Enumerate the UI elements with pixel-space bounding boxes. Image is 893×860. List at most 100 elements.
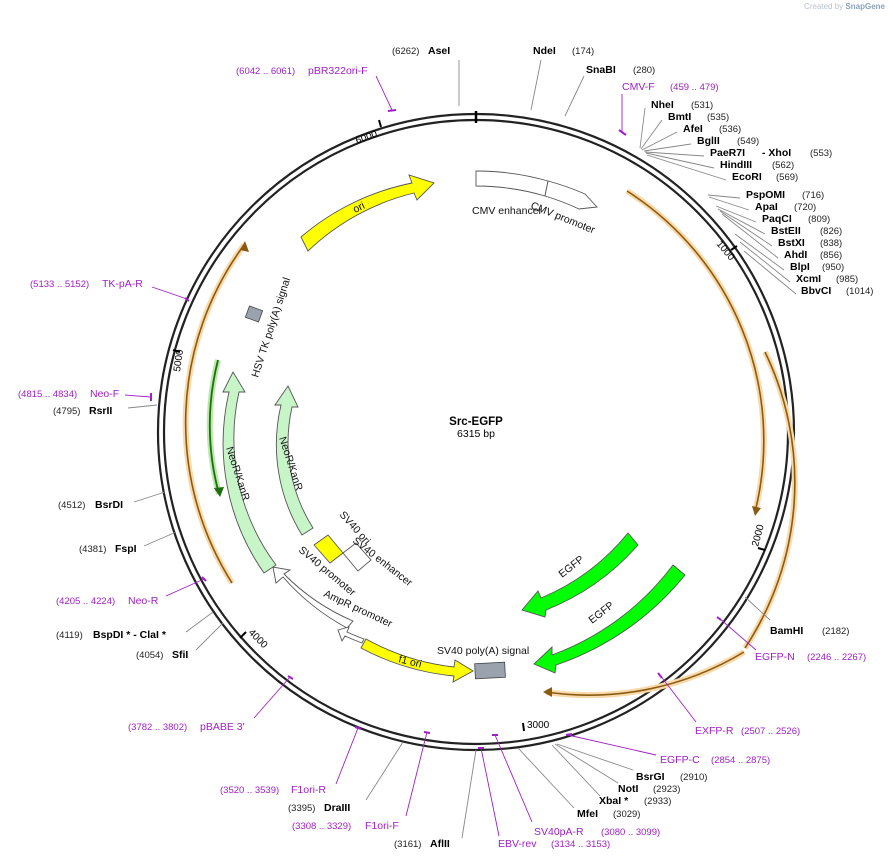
tick-label-2000: 2000	[750, 523, 766, 548]
enzyme-pos-xcmi: (985)	[836, 274, 858, 285]
orf-arc-1-glow	[625, 188, 767, 509]
enzyme-pos-xhoi: (553)	[810, 148, 832, 159]
enzyme-ahdi[interactable]: AhdI	[784, 249, 807, 261]
enzyme-blpi[interactable]: BlpI	[790, 261, 810, 273]
feature-label-sv40-polya: SV40 poly(A) signal	[437, 645, 529, 657]
primer-pos-neo-r: (4205 .. 4224)	[56, 596, 115, 607]
enzyme-apai[interactable]: ApaI	[755, 201, 778, 213]
primer-exfp-r[interactable]: EXFP-R	[695, 725, 734, 737]
primer-mark-pbabe3	[287, 675, 294, 680]
enzyme-bsrgi[interactable]: BsrGI	[636, 771, 665, 783]
enzyme-leaders	[127, 59, 797, 839]
enzyme-asei[interactable]: AseI	[428, 45, 450, 57]
primer-neo-f[interactable]: Neo-F	[90, 388, 119, 400]
leader-pspomi	[707, 194, 741, 199]
enzyme-pos-aflii: (3161)	[394, 839, 421, 850]
enzyme-rsrii[interactable]: RsrII	[89, 405, 112, 417]
primer-mark-egfp-c	[565, 733, 573, 736]
plasmid-name: Src-EGFP	[449, 416, 503, 428]
leader-bstxi	[719, 210, 773, 247]
neor-kanr-feature-1	[222, 371, 277, 574]
primer-pbr322ori-f[interactable]: pBR322ori-F	[308, 65, 368, 77]
enzyme-bstxi[interactable]: BstXI	[778, 237, 805, 249]
orf-arc-3	[545, 651, 745, 696]
enzyme-pos-sfii: (4054)	[136, 650, 163, 661]
enzyme-mfei[interactable]: MfeI	[577, 808, 598, 820]
primer-neo-r[interactable]: Neo-R	[128, 595, 159, 607]
primer-egfp-n[interactable]: EGFP-N	[755, 651, 795, 663]
pleader-tk-pa-r	[151, 286, 188, 300]
primer-egfp-c[interactable]: EGFP-C	[660, 754, 700, 766]
enzyme-bsteii[interactable]: BstEII	[771, 225, 801, 237]
enzyme-pos-nhei: (531)	[691, 100, 713, 111]
primer-tk-pa-r[interactable]: TK-pA-R	[102, 278, 143, 290]
enzyme-bsrdi[interactable]: BsrDI	[95, 499, 123, 511]
enzyme-noti[interactable]: NotI	[618, 783, 638, 795]
leader-bsteii	[717, 208, 766, 235]
enzyme-pos-bamhi: (2182)	[822, 626, 849, 637]
pleader-sv40pa-r	[494, 734, 533, 823]
tick-marks	[172, 119, 766, 732]
leader-ahdi	[721, 213, 779, 259]
enzyme-paer7i[interactable]: PaeR7I	[710, 147, 745, 159]
enzyme-bbvci[interactable]: BbvCI	[801, 285, 831, 297]
enzyme-afei[interactable]: AfeI	[683, 123, 703, 135]
enzyme-pos-bsteii: (826)	[820, 226, 842, 237]
enzyme-aflii[interactable]: AflII	[430, 838, 450, 850]
enzyme-bspdi-clai[interactable]: BspDI * - ClaI *	[93, 629, 167, 641]
primer-pbabe3[interactable]: pBABE 3'	[200, 721, 245, 733]
tick-2000	[757, 547, 766, 551]
enzyme-pspomi[interactable]: PspOMI	[746, 189, 785, 201]
orf-arc-2	[744, 351, 796, 649]
leader-ecori	[646, 154, 727, 181]
tick-label-3000: 3000	[527, 720, 550, 731]
enzyme-hindiii[interactable]: HindIII	[720, 159, 752, 171]
pleader-f1ori-r	[335, 727, 359, 785]
leader-apai	[708, 196, 750, 211]
tick-1000	[730, 245, 738, 251]
orf-arc-4-head	[240, 241, 249, 252]
enzyme-pos-asei: (6262)	[392, 46, 419, 57]
enzyme-xcmi[interactable]: XcmI	[796, 273, 821, 285]
primer-pos-f1ori-r: (3520 .. 3539)	[220, 785, 279, 796]
primer-pos-pbabe3: (3782 .. 3802)	[128, 722, 187, 733]
leader-rsrii	[127, 404, 158, 409]
pleader-f1ori-f	[405, 731, 428, 817]
primer-ebv-rev[interactable]: EBV-rev	[498, 838, 537, 850]
enzyme-ecori[interactable]: EcoRI	[732, 171, 762, 183]
primer-cmv-f[interactable]: CMV-F	[622, 81, 655, 93]
enzyme-pos-bsrgi: (2910)	[680, 772, 707, 783]
leader-blpi	[734, 233, 785, 271]
primer-mark-pbr322ori-f	[387, 109, 397, 112]
primer-f1ori-f[interactable]: F1ori-F	[365, 820, 399, 832]
primer-sv40pa-r[interactable]: SV40pA-R	[534, 826, 584, 838]
primer-marks	[150, 109, 722, 749]
sv40-polya-feature	[474, 661, 506, 680]
enzyme-sfii[interactable]: SfiI	[172, 649, 188, 661]
enzyme-pos-bglii: (549)	[737, 136, 759, 147]
enzyme-nhei[interactable]: NheI	[651, 99, 674, 111]
primer-pos-ebv-rev: (3134 .. 3153)	[551, 839, 610, 850]
primer-pos-sv40pa-r: (3080 .. 3099)	[601, 827, 660, 838]
enzyme-bamhi[interactable]: BamHI	[770, 625, 803, 637]
feature-label-cmv-enhancer: CMV enhancer	[472, 205, 543, 217]
enzyme-fspi[interactable]: FspI	[115, 543, 137, 555]
enzyme-pos-xbai: (2933)	[644, 796, 671, 807]
enzyme-bglii[interactable]: BglII	[697, 135, 720, 147]
primer-mark-cmv-f	[618, 129, 627, 136]
enzyme-xhoi[interactable]: - XhoI	[762, 147, 791, 159]
enzyme-paqci[interactable]: PaqCI	[762, 213, 792, 225]
enzyme-pos-noti: (2923)	[653, 784, 680, 795]
enzyme-draiii[interactable]: DraIII	[324, 802, 350, 814]
orf-arc-3-head	[543, 687, 552, 697]
enzyme-ndei[interactable]: NdeI	[533, 45, 556, 57]
enzyme-bmti[interactable]: BmtI	[668, 111, 691, 123]
orf-arc-1	[626, 190, 765, 509]
ori-feature	[300, 174, 435, 252]
plasmid-size: 6315 bp	[457, 428, 495, 440]
enzyme-pos-blpi: (950)	[822, 262, 844, 273]
primer-f1ori-r[interactable]: F1ori-R	[291, 784, 326, 796]
pleader-neo-f	[124, 394, 152, 398]
enzyme-xbai[interactable]: XbaI *	[599, 795, 629, 807]
enzyme-snabi[interactable]: SnaBI	[586, 64, 616, 76]
